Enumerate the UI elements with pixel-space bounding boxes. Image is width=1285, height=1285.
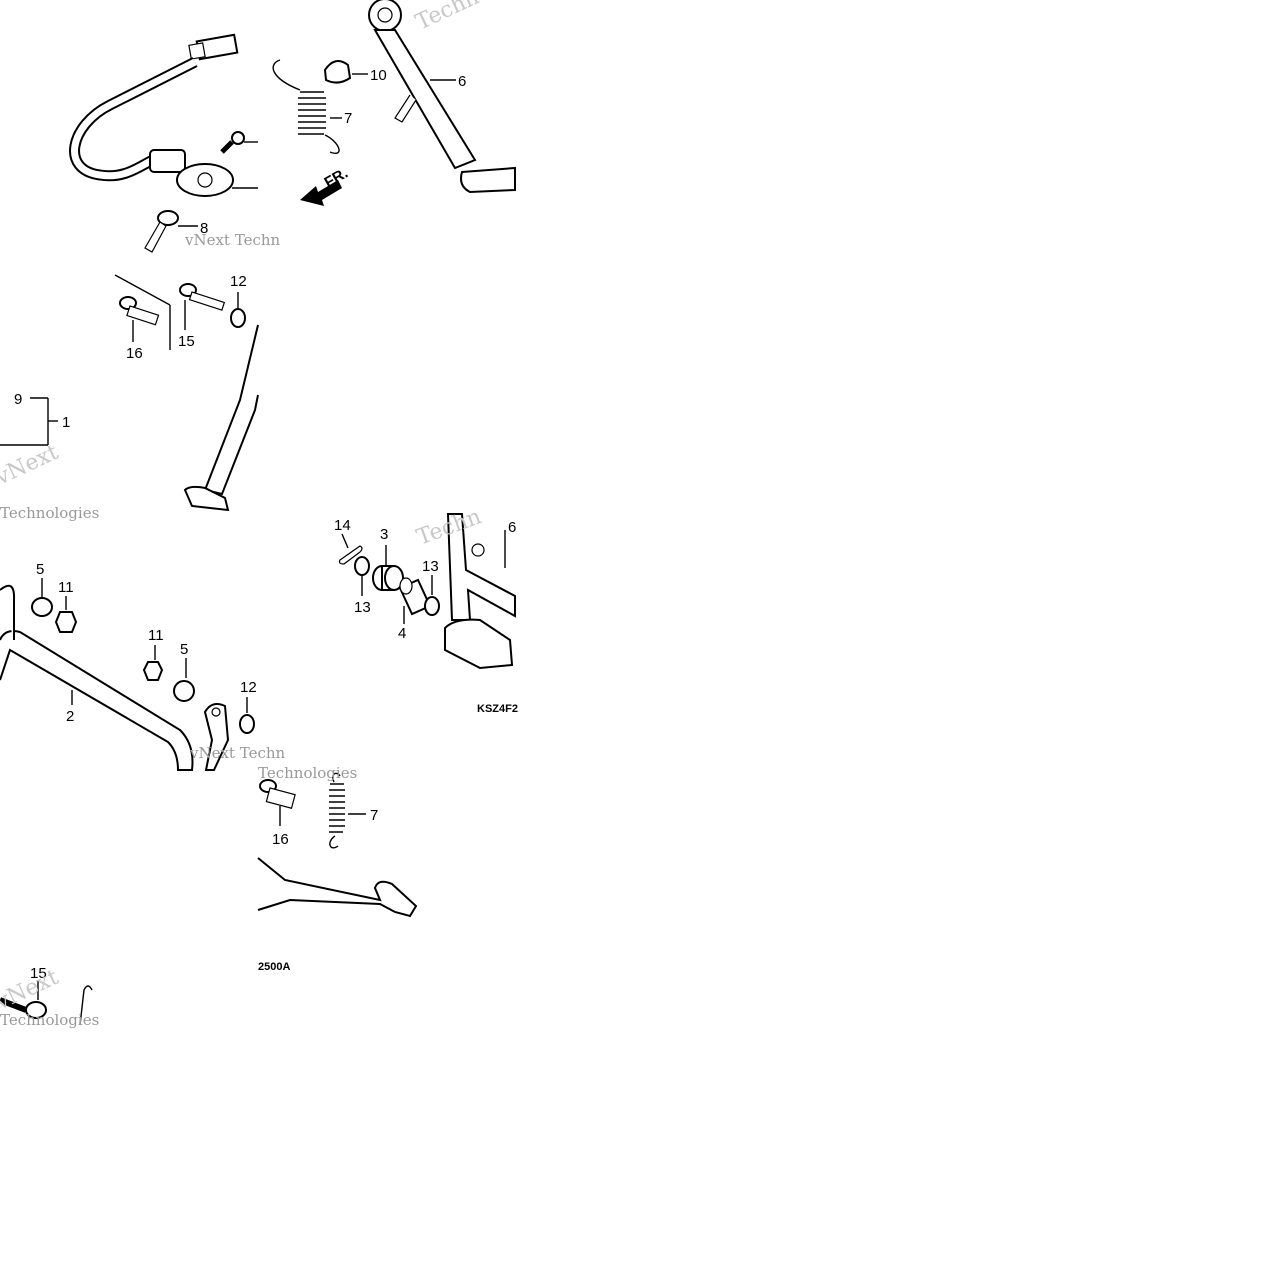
- side-stand: [368, 0, 516, 194]
- stand-bracket: [203, 703, 230, 771]
- side-stand-switch: [149, 149, 258, 197]
- tile-lower-left: 5 11 2 11 5 12 vNext Techn: [0, 561, 286, 771]
- callout-13: 13: [422, 558, 439, 575]
- callout-15: 15: [30, 965, 47, 982]
- watermark-text: Technologies: [0, 1011, 99, 1029]
- callout-3: 3: [380, 526, 388, 543]
- callout-1: 1: [62, 414, 70, 431]
- callout-9: 9: [14, 391, 22, 408]
- main-stand-frame: [0, 630, 194, 771]
- callout-2: 2: [66, 708, 74, 725]
- washer-12: [239, 714, 255, 734]
- collar-5: [31, 597, 53, 617]
- stand-pedal: [257, 857, 418, 918]
- callout-12: 12: [230, 273, 247, 290]
- washer-12: [230, 292, 246, 328]
- callout-5: 5: [180, 641, 188, 658]
- watermark-text: vNext: [0, 440, 62, 491]
- sensor-connector: [188, 33, 239, 61]
- callout-10: 10: [370, 67, 387, 84]
- callout-6: 6: [508, 519, 516, 536]
- callout-16: 16: [272, 831, 289, 848]
- diagram-code: 2500A: [258, 961, 290, 973]
- callout-8: 8: [200, 220, 208, 237]
- watermark-text: vNext Techn: [184, 231, 281, 249]
- callout-13: 13: [354, 599, 371, 616]
- nut-11: [54, 611, 78, 633]
- watermark-text: Technologies: [412, 0, 555, 35]
- callout-12: 12: [240, 679, 257, 696]
- watermark-text: Technologies: [0, 504, 99, 522]
- bushing-3: [372, 545, 404, 591]
- callout-11: 11: [58, 579, 74, 596]
- bolt-16: [259, 779, 296, 826]
- tile-middle-right: 14 13 3 4 13 6 KSZ: [334, 504, 518, 715]
- bolt-15: [179, 283, 226, 330]
- callout-7: 7: [370, 807, 378, 824]
- nut-11: [142, 661, 164, 681]
- callout-15: 15: [178, 333, 195, 350]
- callout-16: 16: [126, 345, 143, 362]
- diagram-code: KSZ4F2: [477, 703, 518, 715]
- small-bolt: [220, 131, 258, 154]
- callout-14: 14: [334, 517, 351, 534]
- front-direction-arrow: [300, 180, 342, 206]
- callout-11: 11: [148, 627, 164, 644]
- stand-frame: [444, 513, 516, 670]
- tile-lower-right: 16 7 2500A Technologies: [257, 764, 418, 973]
- return-spring: [329, 772, 366, 849]
- washer-13: [424, 596, 440, 616]
- watermark-text: vNext Techn: [189, 744, 286, 762]
- washer-13: [354, 556, 370, 576]
- return-spring: [272, 59, 342, 154]
- pivot-bolt-8: [144, 210, 198, 253]
- tile-bottom-left: 15 vNext Technologies: [0, 965, 99, 1029]
- callout-5: 5: [36, 561, 44, 578]
- main-stand-leg: [203, 324, 259, 496]
- collar-5: [173, 680, 195, 702]
- tile-top: 8 7 10 6 FR. Techno: [69, 0, 555, 253]
- tile-middle-left: 16 15 12 9 1 vNext Technologies: [0, 273, 259, 522]
- callout-7: 7: [344, 110, 352, 127]
- cotter-pin-14: [338, 545, 363, 565]
- callout-4: 4: [398, 625, 406, 642]
- watermark-text: Technologies: [258, 764, 357, 782]
- assembly-bracket: [0, 397, 58, 446]
- flange-nut-10: [323, 60, 368, 84]
- callout-6: 6: [458, 73, 466, 90]
- bolt-16: [119, 296, 160, 342]
